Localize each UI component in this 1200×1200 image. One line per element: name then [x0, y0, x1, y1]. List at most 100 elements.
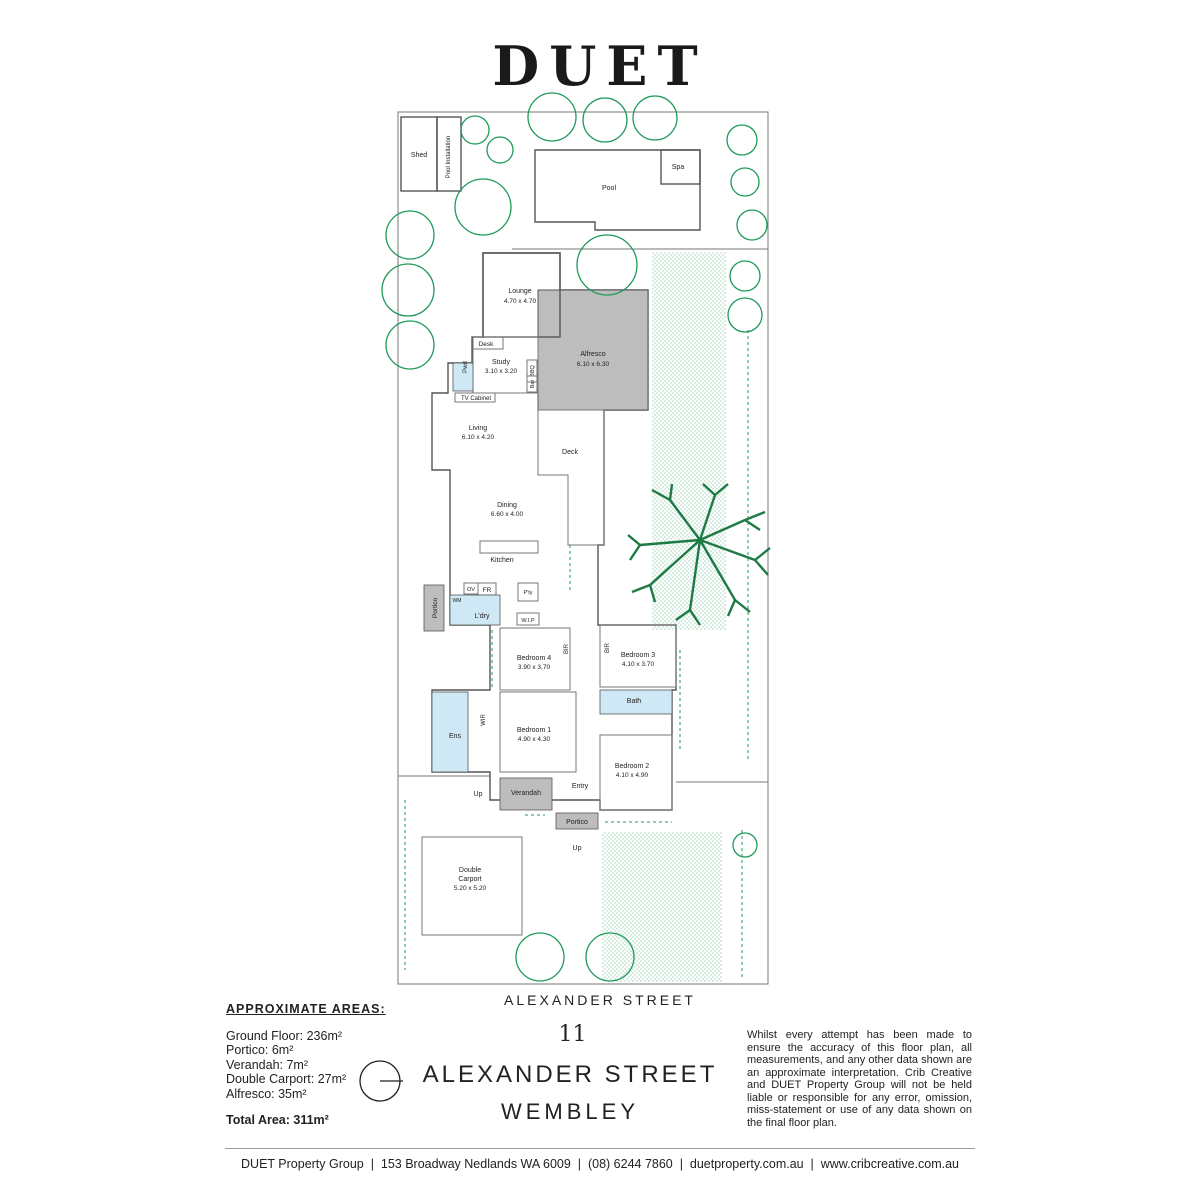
study-dim: 3.10 x 3.20 [485, 368, 518, 375]
alfresco-dim: 6.10 x 6.30 [577, 361, 610, 368]
tv-cabinet [454, 392, 496, 403]
large-tree [627, 483, 771, 626]
tree [454, 178, 512, 236]
site-boundary [397, 111, 769, 985]
wip-label: W.I.P [521, 618, 534, 624]
desk-label: Desk [479, 341, 495, 348]
pool [534, 149, 701, 231]
tree [585, 932, 635, 982]
up-label-2: Up [573, 845, 582, 852]
bbq-label: BBQ [530, 364, 536, 376]
verandah [499, 777, 553, 811]
living-dim: 6.10 x 4.20 [462, 434, 495, 441]
street-name: ALEXANDER STREET [422, 1061, 718, 1088]
pwd-label: Pwd [463, 361, 469, 373]
brand-logo: DUET [492, 34, 708, 98]
bedroom-1 [499, 691, 577, 773]
deck-label: Deck [562, 449, 578, 456]
tv-cabinet-label: TV Cabinet [461, 396, 491, 402]
kitchen-island [479, 540, 539, 554]
powder-room [452, 362, 474, 392]
bir3-label: BIR [605, 642, 611, 653]
area-item: Portico: 6m² [226, 1043, 294, 1057]
lounge-label: Lounge [508, 288, 531, 295]
suburb-name: WEMBLEY [500, 1099, 640, 1124]
tree [730, 167, 760, 197]
pool-installation [436, 116, 462, 192]
alfresco-label: Alfresco [580, 351, 605, 358]
floor-plan: Shed Pool Installation Pool Spa Alfresco… [381, 92, 771, 985]
tree [736, 209, 768, 241]
double-carport [421, 836, 523, 936]
bedroom4-dim: 3.90 x 3.70 [518, 664, 551, 671]
area-item: Ground Floor: 236m² [226, 1028, 343, 1043]
bedroom2-label: Bedroom 2 [615, 763, 649, 770]
bath-label: Bath [627, 698, 642, 705]
street-label: ALEXANDER STREET [504, 992, 696, 1008]
living-label: Living [469, 425, 487, 432]
tree [527, 92, 577, 142]
rear-lawn [652, 252, 726, 630]
bar-label: Bar [530, 380, 536, 389]
bedroom4-label: Bedroom 4 [517, 655, 551, 662]
tree [726, 124, 758, 156]
tree [460, 115, 490, 145]
tree [515, 932, 565, 982]
bathroom [599, 689, 673, 715]
wm-label: WM [453, 598, 462, 604]
pool-label: Pool [602, 185, 616, 192]
bedroom-4 [499, 627, 571, 691]
tree [385, 320, 435, 370]
carport-label-2: Carport [458, 876, 481, 883]
pantry [517, 582, 539, 602]
front-lawn [602, 832, 722, 982]
alfresco [537, 289, 649, 411]
side-portico-label: Portico [432, 598, 439, 619]
wir-label: WIR [481, 714, 487, 726]
tree [632, 95, 678, 141]
dining-label: Dining [497, 502, 517, 509]
spa [660, 149, 701, 185]
area-item: Verandah: 7m² [226, 1057, 308, 1072]
tree [576, 234, 638, 296]
tree [582, 97, 628, 143]
footer-contact: DUET Property Group | 153 Broadway Nedla… [241, 1157, 959, 1171]
tree [727, 297, 763, 333]
spa-label: Spa [672, 164, 685, 171]
fr-label: FR [483, 587, 492, 594]
deck [537, 409, 605, 546]
bir4-label: BIR [564, 643, 570, 654]
approximate-areas: APPROXIMATE AREAS: Ground Floor: 236m² P… [226, 1002, 386, 1128]
tree [381, 263, 435, 317]
lounge-dim: 4.70 x 4.70 [504, 298, 537, 305]
tree [385, 210, 435, 260]
street-number: 11 [558, 1022, 587, 1047]
area-item: Double Carport: 27m² [226, 1072, 347, 1086]
ov-label: OV [467, 587, 475, 593]
bedroom1-label: Bedroom 1 [517, 727, 551, 734]
bedroom1-dim: 4.90 x 4.30 [518, 736, 551, 743]
kitchen-label: Kitchen [490, 557, 513, 564]
trees [381, 92, 768, 982]
verandah-label: Verandah [511, 790, 541, 797]
tree [486, 136, 514, 164]
pty-label: P'ty [524, 590, 533, 596]
side-portico [423, 584, 445, 632]
address-block: 11 ALEXANDER STREET WEMBLEY [355, 1022, 735, 1125]
total-area: Total Area: 311m² [226, 1113, 329, 1127]
carport-dim: 5.20 x 5.20 [454, 885, 487, 892]
footer-divider [225, 1148, 975, 1149]
areas-heading: APPROXIMATE AREAS: [226, 1002, 386, 1016]
front-portico-label: Portico [566, 819, 588, 826]
up-label-1: Up [474, 791, 483, 798]
bedroom-3 [599, 624, 677, 688]
area-item: Alfresco: 35m² [226, 1086, 307, 1101]
wip [516, 612, 540, 626]
bedroom2-dim: 4.10 x 4.90 [616, 772, 649, 779]
front-portico [555, 812, 599, 830]
laundry [449, 594, 501, 626]
shed-label: Shed [411, 152, 427, 159]
carport-label-1: Double [459, 867, 481, 874]
tree [729, 260, 761, 292]
hedges [404, 330, 749, 980]
